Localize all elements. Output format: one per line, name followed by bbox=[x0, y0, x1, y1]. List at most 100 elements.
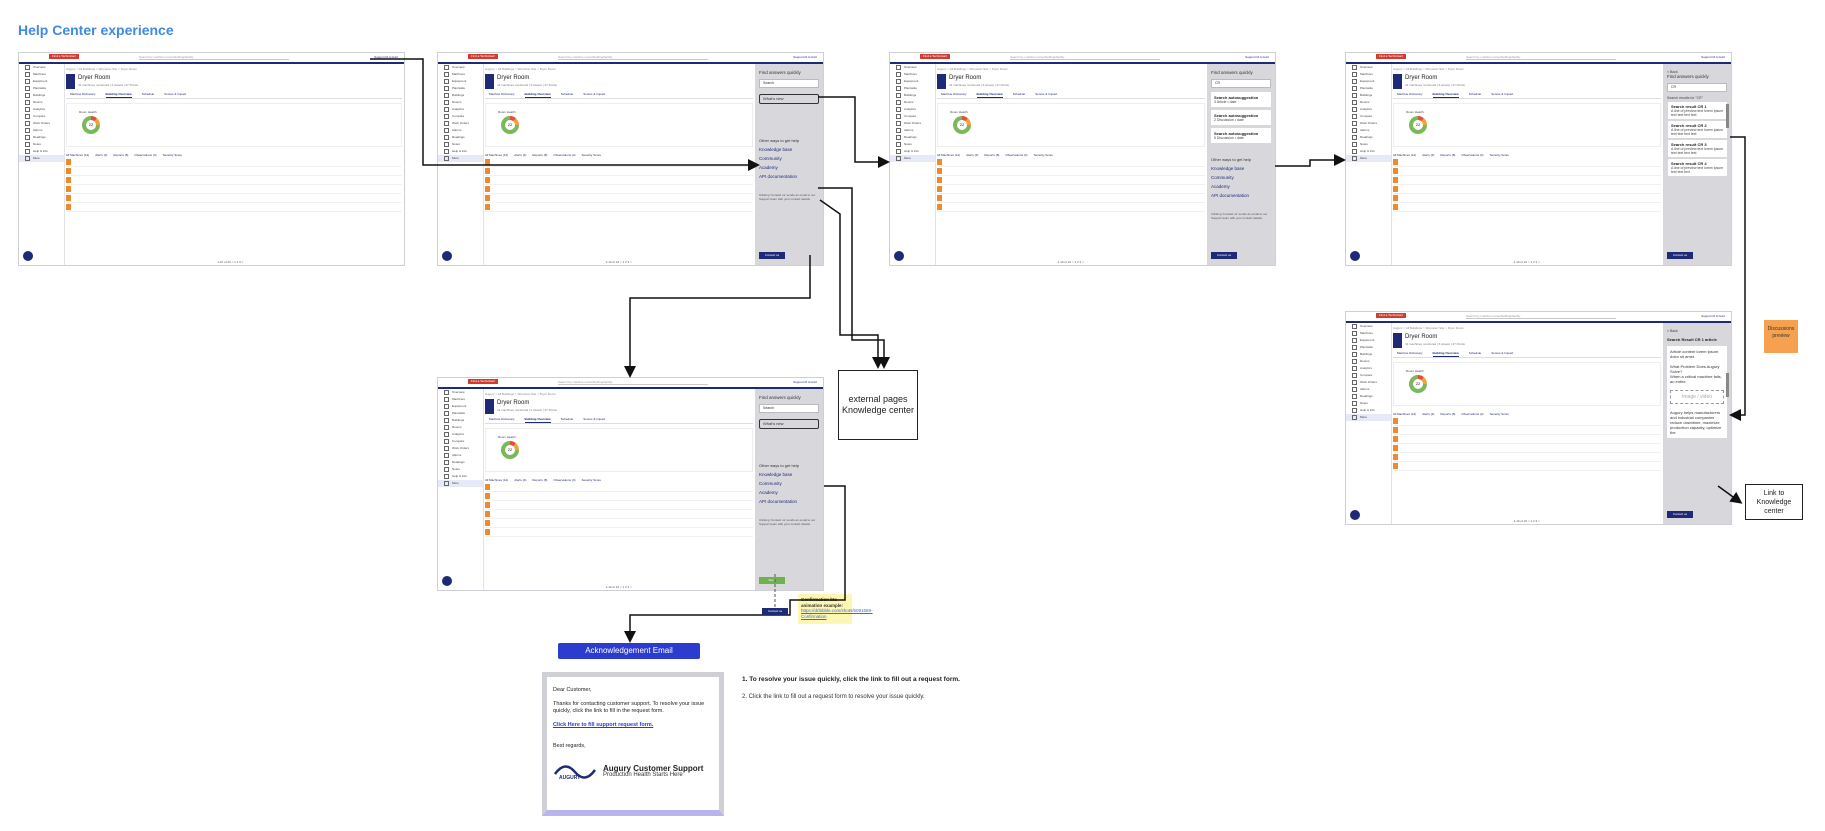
table-row[interactable] bbox=[1393, 176, 1661, 185]
augury-logo-icon[interactable] bbox=[1348, 54, 1364, 68]
filter-chip[interactable]: Severity Score bbox=[581, 478, 602, 482]
table-row[interactable] bbox=[1393, 167, 1661, 176]
sidebar-item[interactable]: Plantwide bbox=[890, 85, 935, 92]
table-row[interactable] bbox=[937, 203, 1205, 212]
tab-item[interactable]: Scores & Impact bbox=[164, 92, 187, 96]
sidebar-item[interactable]: Buildings bbox=[1346, 351, 1391, 358]
filter-chip[interactable]: Reports (8) bbox=[1440, 412, 1456, 416]
support-link[interactable]: Support bbox=[793, 55, 804, 59]
contact-us-button[interactable]: Contact us bbox=[1667, 252, 1693, 259]
help-link[interactable]: API documentation bbox=[1211, 193, 1250, 198]
sidebar-item[interactable]: More bbox=[1346, 414, 1391, 421]
contact-us-button[interactable]: Contact us bbox=[759, 252, 785, 259]
table-row[interactable] bbox=[937, 176, 1205, 185]
sidebar-item[interactable]: Compare bbox=[438, 438, 483, 445]
filter-chip[interactable]: Reports (8) bbox=[984, 153, 1000, 157]
filter-chip[interactable]: Observations (4) bbox=[553, 478, 576, 482]
sidebar-item[interactable]: Readings bbox=[890, 134, 935, 141]
filter-chip[interactable]: All Machines (12) bbox=[66, 153, 90, 157]
sidebar-item[interactable]: Overview bbox=[1346, 64, 1391, 71]
sidebar-item[interactable]: Rooms bbox=[438, 99, 483, 106]
help-link[interactable]: Academy bbox=[759, 165, 778, 170]
user-menu[interactable]: M.A.Gutz bbox=[1712, 55, 1725, 59]
filter-chip[interactable]: Observations (4) bbox=[1461, 412, 1484, 416]
table-row[interactable] bbox=[485, 528, 753, 537]
sidebar-item[interactable]: Work Orders bbox=[438, 445, 483, 452]
tab-item[interactable]: Building Overview bbox=[524, 417, 551, 423]
tab-item[interactable]: Schedule bbox=[1012, 92, 1026, 96]
filter-chip[interactable]: Observations (4) bbox=[1461, 153, 1484, 157]
help-fab-icon[interactable] bbox=[442, 251, 452, 261]
table-row[interactable] bbox=[485, 194, 753, 203]
help-link[interactable]: Knowledge base bbox=[1211, 166, 1245, 171]
tab-item[interactable]: Building Overview bbox=[976, 92, 1003, 98]
augury-logo-icon[interactable] bbox=[1348, 313, 1364, 327]
tab-item[interactable]: Machine Dictionary bbox=[941, 92, 967, 96]
table-row[interactable] bbox=[66, 176, 402, 185]
table-row[interactable] bbox=[1393, 435, 1661, 444]
sidebar-item[interactable]: Equipment bbox=[890, 78, 935, 85]
confirmation-link[interactable]: https://dribbble.com/shots/6091669-Confi… bbox=[801, 608, 873, 619]
sidebar-item[interactable]: Help & Info bbox=[890, 148, 935, 155]
sidebar-item[interactable]: Equipment bbox=[438, 78, 483, 85]
tab-item[interactable]: Scores & Impact bbox=[583, 417, 606, 421]
find-technician-button[interactable]: Find a Technician! bbox=[1376, 54, 1407, 59]
global-search-input[interactable]: Search by machine name/building/facility bbox=[1466, 314, 1616, 319]
user-menu[interactable]: M.A.Gutz bbox=[804, 380, 817, 384]
table-row[interactable] bbox=[66, 158, 402, 167]
table-pager[interactable]: 1-10 of 23 < 1 2 3 > bbox=[605, 585, 632, 589]
sidebar-item[interactable]: More bbox=[890, 155, 935, 162]
table-row[interactable] bbox=[66, 185, 402, 194]
user-menu[interactable]: M.A.Gutz bbox=[1256, 55, 1269, 59]
sidebar-item[interactable]: Work Orders bbox=[19, 120, 64, 127]
table-pager[interactable]: 1-10 of 23 < 1 2 3 > bbox=[217, 260, 244, 264]
sidebar-item[interactable]: More bbox=[1346, 155, 1391, 162]
back-button[interactable]: < Back bbox=[1667, 70, 1678, 74]
table-row[interactable] bbox=[1393, 417, 1661, 426]
tab-item[interactable]: Building Overview bbox=[524, 92, 551, 98]
augury-logo-icon[interactable] bbox=[440, 379, 456, 393]
help-fab-icon[interactable] bbox=[442, 576, 452, 586]
help-link[interactable]: API documentation bbox=[759, 174, 798, 179]
help-fab-icon[interactable] bbox=[23, 251, 33, 261]
help-link[interactable]: Knowledge base bbox=[759, 147, 793, 152]
sidebar-item[interactable]: Analytics bbox=[19, 106, 64, 113]
sidebar-item[interactable]: Compare bbox=[438, 113, 483, 120]
support-link[interactable]: Support bbox=[1245, 55, 1256, 59]
augury-logo-icon[interactable] bbox=[892, 54, 908, 68]
table-row[interactable] bbox=[1393, 444, 1661, 453]
sidebar-item[interactable]: Work Orders bbox=[890, 120, 935, 127]
augury-logo-icon[interactable] bbox=[440, 54, 456, 68]
sidebar-item[interactable]: Equipment bbox=[1346, 78, 1391, 85]
sidebar-item[interactable]: Notes bbox=[1346, 141, 1391, 148]
help-link[interactable]: Academy bbox=[759, 490, 778, 495]
tab-item[interactable]: Scores & Impact bbox=[583, 92, 606, 96]
table-row[interactable] bbox=[485, 158, 753, 167]
user-menu[interactable]: M.A.Gutz bbox=[804, 55, 817, 59]
sidebar-item[interactable]: Alarms bbox=[438, 452, 483, 459]
table-row[interactable] bbox=[485, 167, 753, 176]
sidebar-item[interactable]: Plantwide bbox=[438, 410, 483, 417]
table-row[interactable] bbox=[937, 194, 1205, 203]
filter-chip[interactable]: All Machines (12) bbox=[937, 153, 961, 157]
support-link[interactable]: Support bbox=[374, 55, 385, 59]
help-link[interactable]: Community bbox=[1211, 175, 1234, 180]
sidebar-item[interactable]: Rooms bbox=[1346, 358, 1391, 365]
sidebar-item[interactable]: Notes bbox=[1346, 400, 1391, 407]
sidebar-item[interactable]: Alarms bbox=[19, 127, 64, 134]
send-button[interactable]: Send bbox=[759, 577, 785, 584]
support-link[interactable]: Support bbox=[1701, 55, 1712, 59]
sidebar-item[interactable]: Readings bbox=[19, 134, 64, 141]
sidebar-item[interactable]: Equipment bbox=[19, 78, 64, 85]
sidebar-item[interactable]: Work Orders bbox=[1346, 379, 1391, 386]
tab-item[interactable]: Schedule bbox=[141, 92, 155, 96]
sidebar-item[interactable]: Overview bbox=[1346, 323, 1391, 330]
filter-chip[interactable]: Reports (8) bbox=[1440, 153, 1456, 157]
panel-search-input[interactable]: Search bbox=[759, 79, 819, 88]
contact-us-button[interactable]: Contact us bbox=[1667, 511, 1693, 518]
help-fab-icon[interactable] bbox=[894, 251, 904, 261]
sidebar-item[interactable]: Buildings bbox=[438, 417, 483, 424]
sidebar-item[interactable]: Plantwide bbox=[19, 85, 64, 92]
table-row[interactable] bbox=[66, 194, 402, 203]
